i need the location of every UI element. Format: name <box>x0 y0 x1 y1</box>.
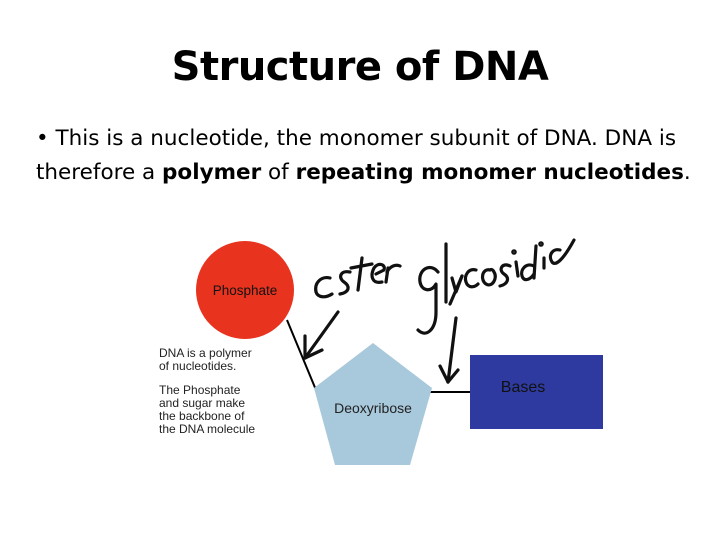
bullet-segment-1: This is a nucleotide, the monomer subuni… <box>36 126 677 185</box>
phosphate-label: Phosphate <box>213 283 278 298</box>
side-note-line: of nucleotides. <box>159 359 236 373</box>
bullet-bold-polymer: polymer <box>162 160 262 185</box>
deoxyribose-label: Deoxyribose <box>334 400 412 416</box>
bullet-marker: • <box>36 126 49 151</box>
bullet-paragraph: • This is a nucleotide, the monomer subu… <box>36 122 696 190</box>
bases-label: Bases <box>501 379 545 396</box>
bases-rectangle <box>470 355 603 429</box>
bullet-segment-3: of <box>261 160 296 185</box>
handwritten-glycosidic <box>416 238 576 335</box>
deoxyribose-pentagon <box>314 343 432 465</box>
phosphate-sugar-bond <box>286 319 317 391</box>
side-note-line: The Phosphate <box>159 383 241 397</box>
side-note-line: DNA is a polymer <box>159 346 252 360</box>
glycosidic-arrow-icon <box>438 316 460 384</box>
side-note-line: the DNA molecule <box>159 422 255 436</box>
side-note-line: the backbone of <box>159 409 245 423</box>
slide-title: Structure of DNA <box>171 44 549 90</box>
ester-arrow-icon <box>303 310 340 360</box>
bullet-bold-repeating: repeating monomer nucleotides <box>295 160 684 185</box>
side-note-line: and sugar make <box>159 396 245 410</box>
side-note: DNA is a polymer of nucleotides. The Pho… <box>159 346 255 436</box>
bullet-segment-5: . <box>683 160 691 185</box>
handwritten-ester <box>314 256 402 299</box>
phosphate-circle <box>196 241 294 339</box>
